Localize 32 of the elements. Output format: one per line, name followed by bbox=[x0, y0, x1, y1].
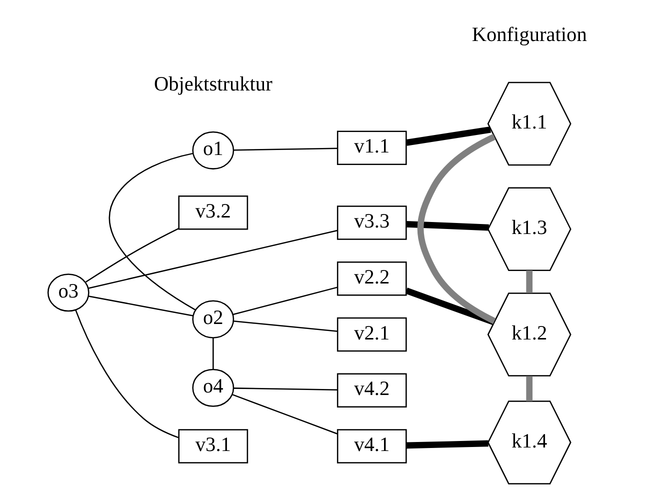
connector bbox=[233, 388, 337, 390]
connector bbox=[74, 310, 178, 438]
connector bbox=[526, 376, 532, 402]
node-box: v3.2 bbox=[178, 195, 248, 230]
node-box: v2.2 bbox=[336, 262, 406, 296]
node-box: v3.1 bbox=[178, 429, 248, 464]
connector bbox=[88, 296, 193, 316]
node-circle: o3 bbox=[46, 274, 89, 312]
connector bbox=[406, 440, 488, 449]
connector bbox=[232, 286, 338, 316]
node-box: v1.1 bbox=[336, 130, 406, 165]
node-circle: o2 bbox=[192, 300, 234, 338]
connector bbox=[404, 288, 494, 326]
connector bbox=[233, 320, 337, 332]
node-box: v4.1 bbox=[336, 429, 406, 464]
node-circle: o4 bbox=[192, 368, 234, 407]
connector bbox=[526, 270, 532, 293]
node-box: v3.3 bbox=[336, 206, 406, 240]
connector bbox=[108, 152, 196, 310]
connector bbox=[405, 126, 491, 146]
connector bbox=[232, 394, 337, 434]
label: Objektstruktur bbox=[153, 73, 272, 96]
connector bbox=[406, 220, 488, 231]
connector bbox=[84, 228, 179, 283]
label: Konfiguration bbox=[471, 24, 586, 46]
connector bbox=[212, 338, 214, 370]
connector bbox=[233, 148, 337, 151]
node-box: v2.1 bbox=[336, 317, 406, 352]
connector bbox=[88, 230, 337, 289]
connector bbox=[416, 134, 496, 324]
node-box: v4.2 bbox=[336, 373, 406, 408]
node-circle: o1 bbox=[192, 131, 234, 170]
